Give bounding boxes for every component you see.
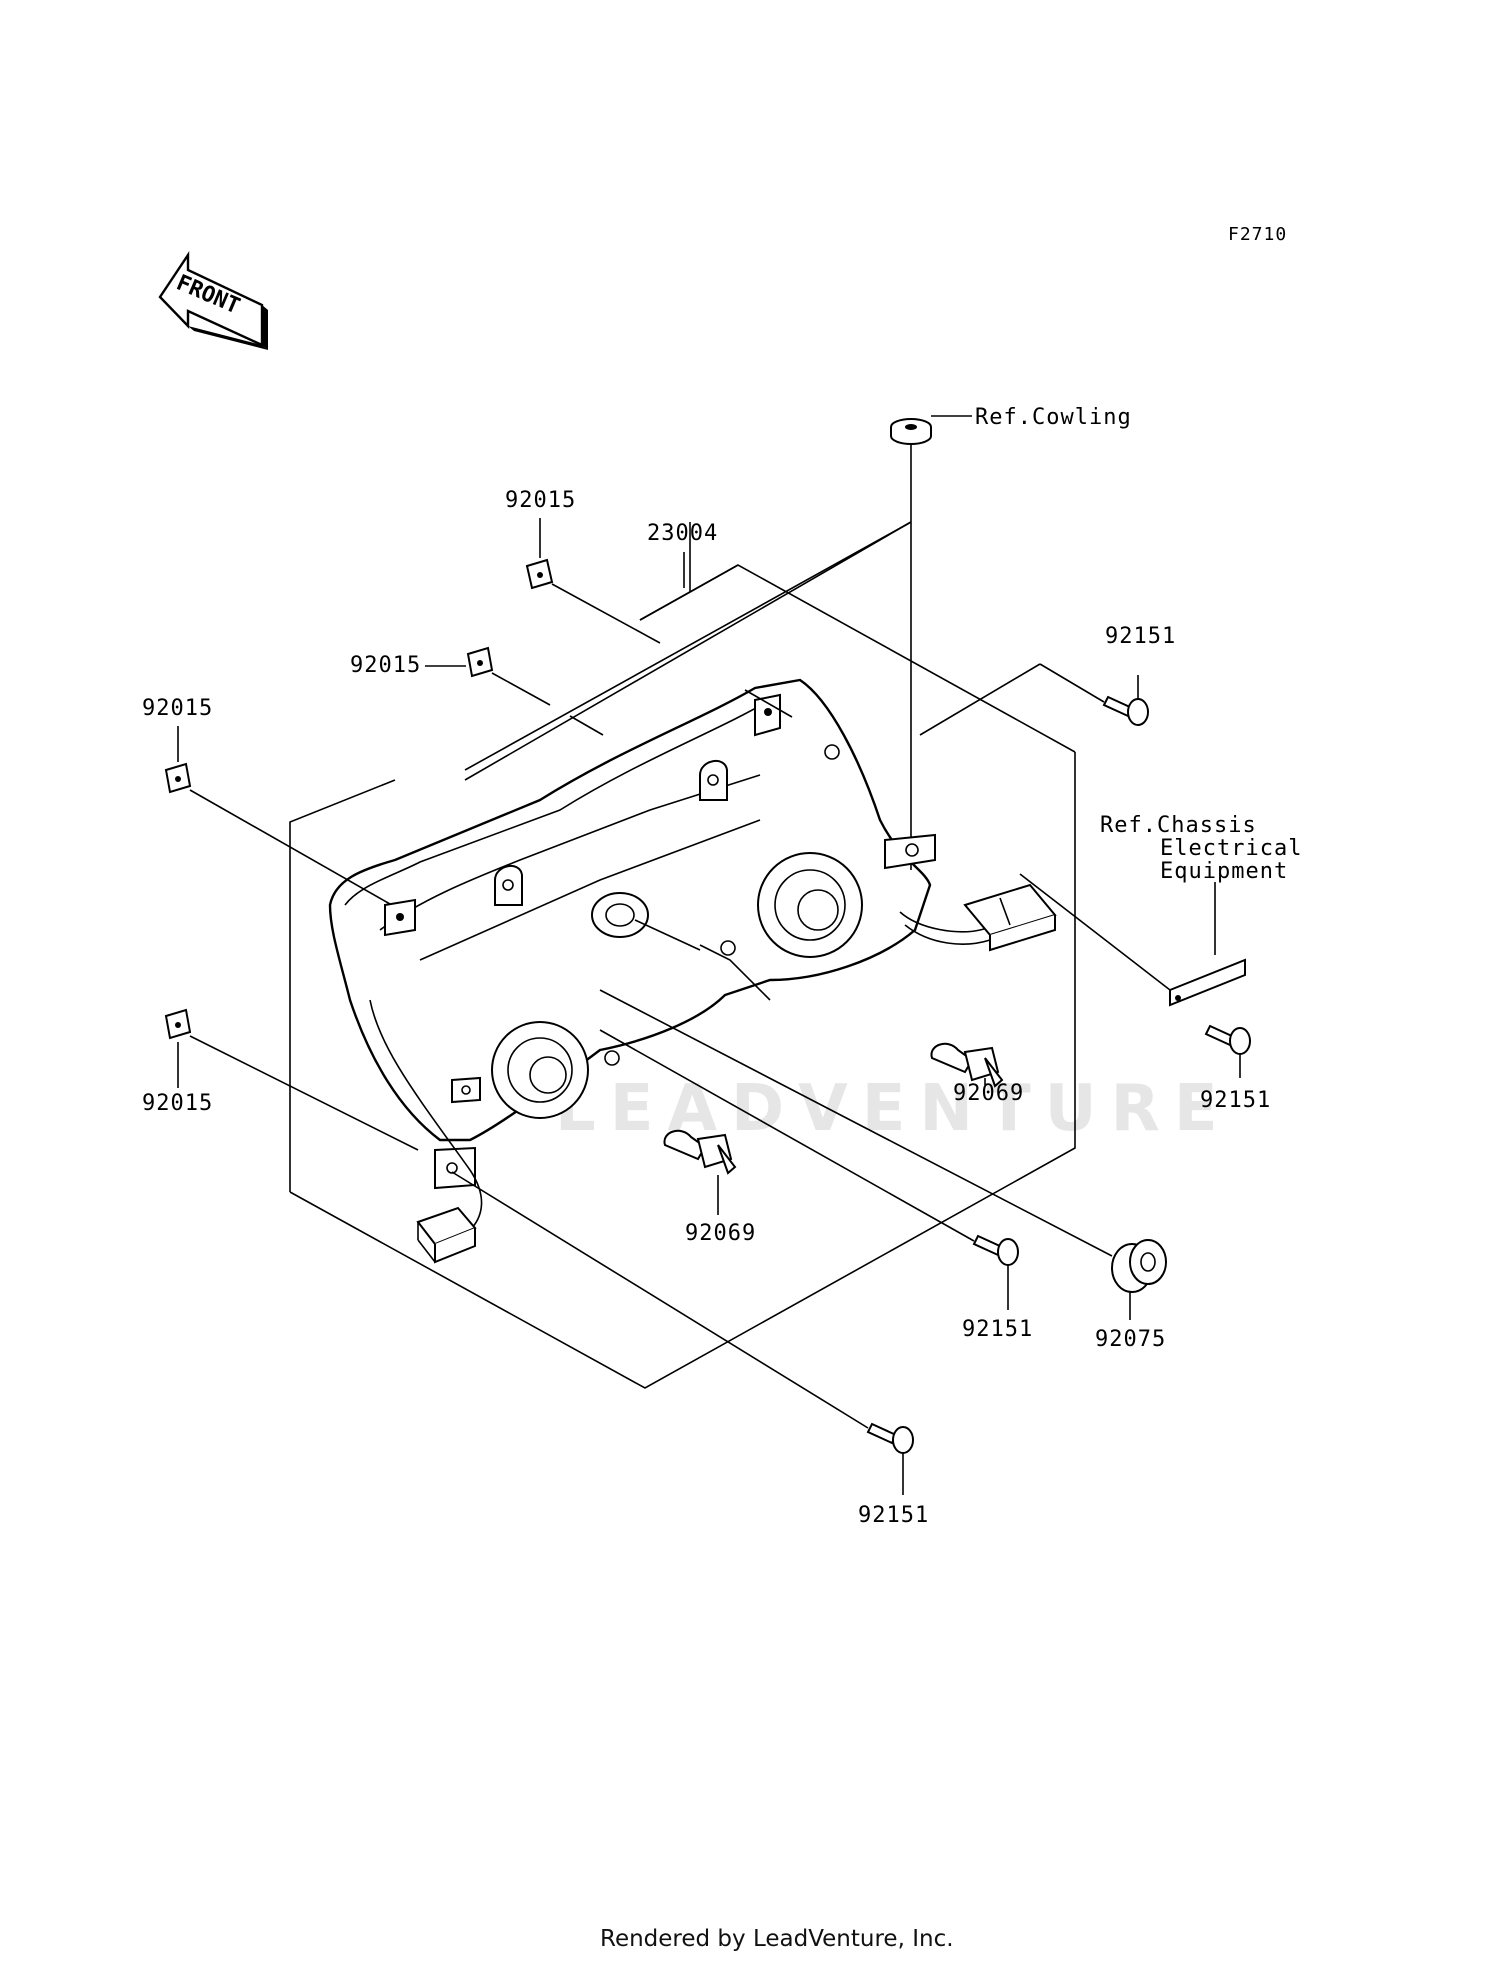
headlight-assembly <box>328 678 1001 1231</box>
assembly-bracket <box>289 522 1076 1389</box>
left-wire-connector <box>416 1206 477 1264</box>
front-arrow-icon: FRONT <box>158 251 268 350</box>
ref-chassis-bracket <box>1019 873 1246 1007</box>
ref-chassis-label-1: Ref.Chassis <box>1100 813 1257 838</box>
bolt-92151-right <box>1204 1024 1251 1078</box>
watermark: LEADVENTURE <box>555 1072 1232 1146</box>
part-92015-lower-label: 92015 <box>142 1091 213 1116</box>
grommet-92075 <box>599 989 1167 1320</box>
ref-cowling-label: Ref.Cowling <box>975 405 1132 430</box>
ref-cowling-grommet <box>464 415 972 870</box>
bolt-92151-center <box>599 1029 1019 1310</box>
part-92151-top-right-label: 92151 <box>1105 624 1176 649</box>
part-92151-right-label: 92151 <box>1200 1088 1271 1113</box>
ref-chassis-label-3: Equipment <box>1160 859 1288 884</box>
clip-92015-mid <box>466 646 604 736</box>
ref-chassis-label-2: Electrical <box>1160 836 1302 861</box>
part-92015-left-label: 92015 <box>142 696 213 721</box>
bolt-92151-top-right <box>919 663 1149 736</box>
part-92015-top-label: 92015 <box>505 488 576 513</box>
bulb-92069-right <box>930 1042 1004 1088</box>
bolt-92151-bottom <box>451 1171 914 1495</box>
clip-92015-left <box>164 762 391 905</box>
clip-92015-lower <box>164 1008 419 1151</box>
diagram-code: F2710 <box>1228 224 1287 245</box>
part-92015-mid-label: 92015 <box>350 653 421 678</box>
part-23004-label: 23004 <box>647 521 718 546</box>
part-92069-right-label: 92069 <box>953 1081 1024 1106</box>
part-92151-center-label: 92151 <box>962 1317 1033 1342</box>
bulb-92069-center <box>663 1129 737 1215</box>
part-92069-center-label: 92069 <box>685 1221 756 1246</box>
footer-credit: Rendered by LeadVenture, Inc. <box>600 1926 954 1952</box>
clip-92015-top <box>525 558 793 718</box>
part-92075-label: 92075 <box>1095 1327 1166 1352</box>
right-wire-connector <box>963 883 1057 952</box>
part-92151-bottom-label: 92151 <box>858 1503 929 1528</box>
